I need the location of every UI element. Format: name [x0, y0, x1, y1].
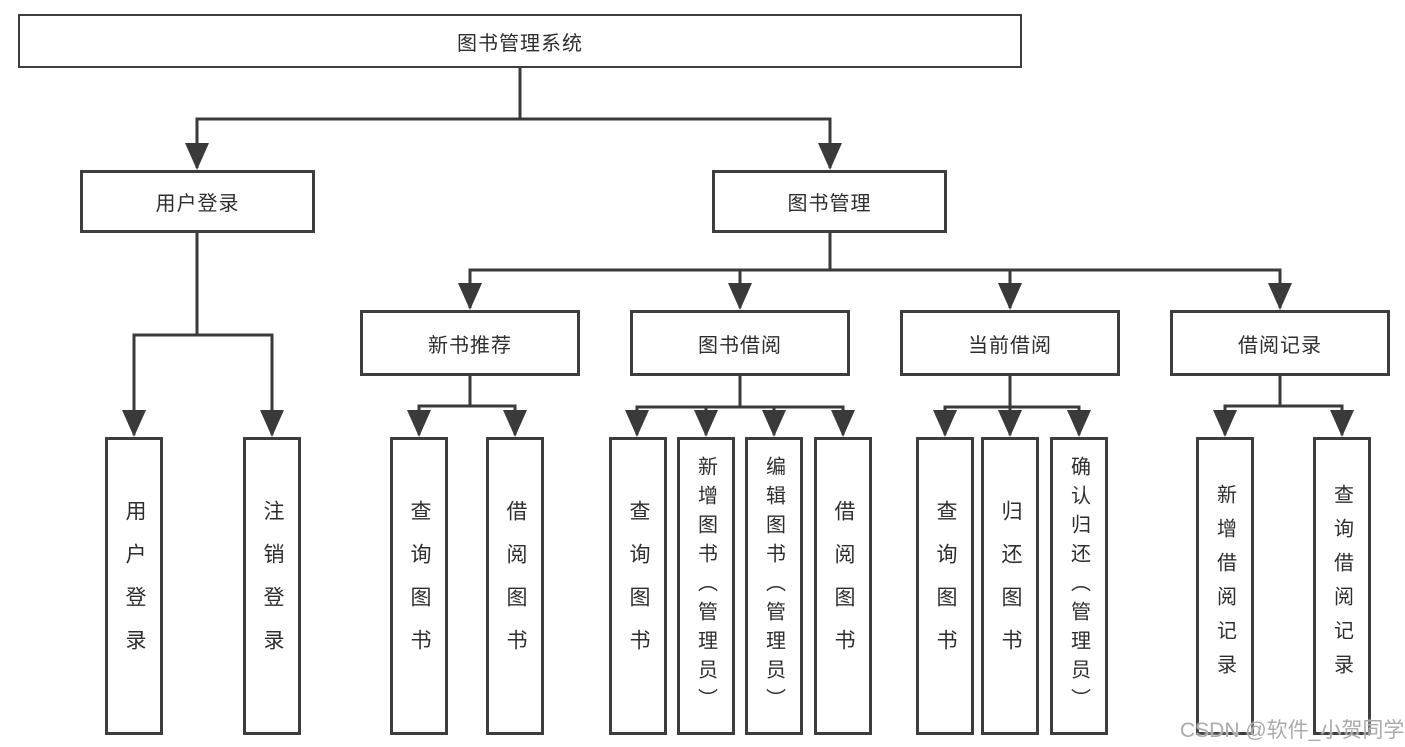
leaf-return-book: 归还图书 [981, 437, 1039, 735]
node-root: 图书管理系统 [18, 14, 1022, 68]
node-borrow-records: 借阅记录 [1170, 310, 1390, 376]
node-book-borrow: 图书借阅 [630, 310, 850, 376]
leaf-label: 查询图书 [627, 500, 650, 672]
leaf-borrow-books-recommend: 借阅图书 [486, 437, 544, 735]
leaf-confirm-return-admin: 确认归还（管理员） [1050, 437, 1108, 735]
leaf-add-book-admin: 新增图书（管理员） [677, 437, 735, 735]
leaf-logout: 注销登录 [243, 437, 301, 735]
leaf-label: 注销登录 [261, 500, 284, 672]
leaf-label: 新增借阅记录 [1213, 484, 1236, 688]
node-book-management: 图书管理 [712, 170, 947, 233]
leaf-label: 借阅图书 [832, 500, 855, 672]
leaf-label: 用户登录 [123, 500, 146, 672]
leaf-user-login: 用户登录 [105, 437, 163, 735]
leaf-add-borrow-record: 新增借阅记录 [1196, 437, 1254, 735]
leaf-query-books-current: 查询图书 [916, 437, 974, 735]
leaf-borrow-books: 借阅图书 [814, 437, 872, 735]
leaf-edit-book-admin: 编辑图书（管理员） [745, 437, 803, 735]
leaf-label: 新增图书（管理员） [694, 455, 717, 717]
node-new-book-recommend: 新书推荐 [360, 310, 580, 376]
leaf-label: 查询图书 [408, 500, 431, 672]
leaf-label: 编辑图书（管理员） [762, 455, 785, 717]
leaf-label: 借阅图书 [504, 500, 527, 672]
node-current-borrow: 当前借阅 [900, 310, 1120, 376]
leaf-query-borrow-record: 查询借阅记录 [1313, 437, 1371, 735]
leaf-query-books-borrow: 查询图书 [609, 437, 667, 735]
leaf-label: 归还图书 [999, 500, 1022, 672]
leaf-query-books-recommend: 查询图书 [390, 437, 448, 735]
leaf-label: 确认归还（管理员） [1067, 455, 1090, 717]
watermark: CSDN @软件_小贺同学 [1180, 719, 1405, 742]
leaf-label: 查询借阅记录 [1330, 484, 1353, 688]
leaf-label: 查询图书 [934, 500, 957, 672]
node-user-login: 用户登录 [80, 170, 315, 233]
